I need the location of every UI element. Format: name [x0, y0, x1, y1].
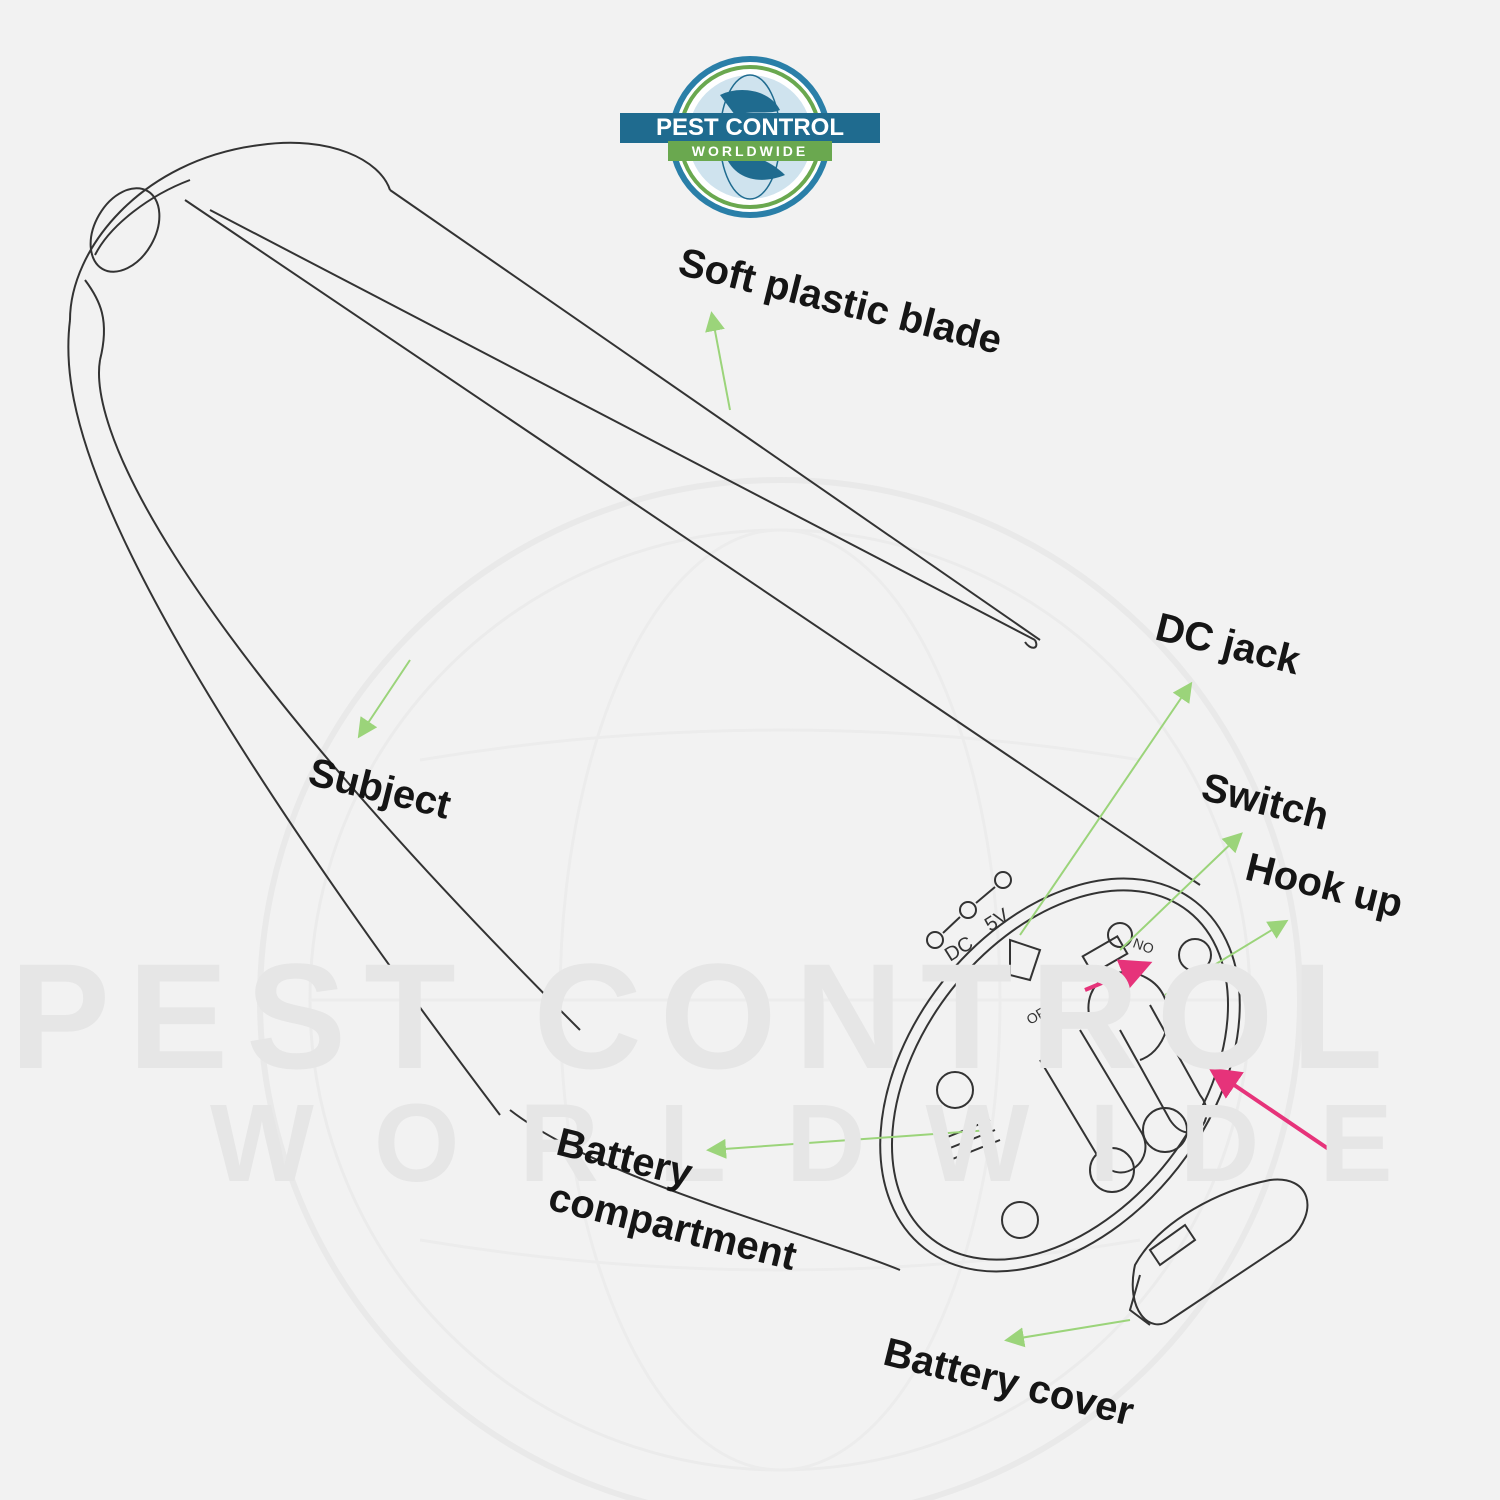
leader-hook-up — [1164, 919, 1289, 996]
leader-lines — [357, 311, 1289, 1348]
watermark-line1: PEST CONTROL — [10, 932, 1402, 1100]
leader-soft-plastic-blade — [705, 311, 731, 411]
insert-arrows — [1084, 959, 1332, 1152]
logo-line2: WORLDWIDE — [691, 143, 809, 159]
leader-subject — [357, 659, 411, 739]
battery-cover-insert-arrow — [1208, 1067, 1332, 1152]
switch-arrow — [1084, 959, 1153, 992]
end-plate — [879, 877, 1241, 1273]
logo-line1: PEST CONTROL — [655, 114, 844, 141]
watermark-line2: WORLDWIDE — [210, 1082, 1453, 1205]
globe-logo-icon — [620, 56, 880, 218]
device-body-outline — [67, 141, 1201, 1271]
leader-battery-cover — [1004, 1319, 1131, 1348]
on-marking: ON — [1131, 935, 1156, 957]
leader-battery-compartment — [706, 1129, 991, 1159]
leader-dc-jack — [1019, 681, 1193, 936]
leader-switch — [1119, 832, 1243, 951]
battery-cover — [1128, 1178, 1309, 1326]
watermark-globe — [257, 477, 1303, 1500]
brand-logo: PEST CONTROL WORLDWIDE — [620, 55, 880, 220]
